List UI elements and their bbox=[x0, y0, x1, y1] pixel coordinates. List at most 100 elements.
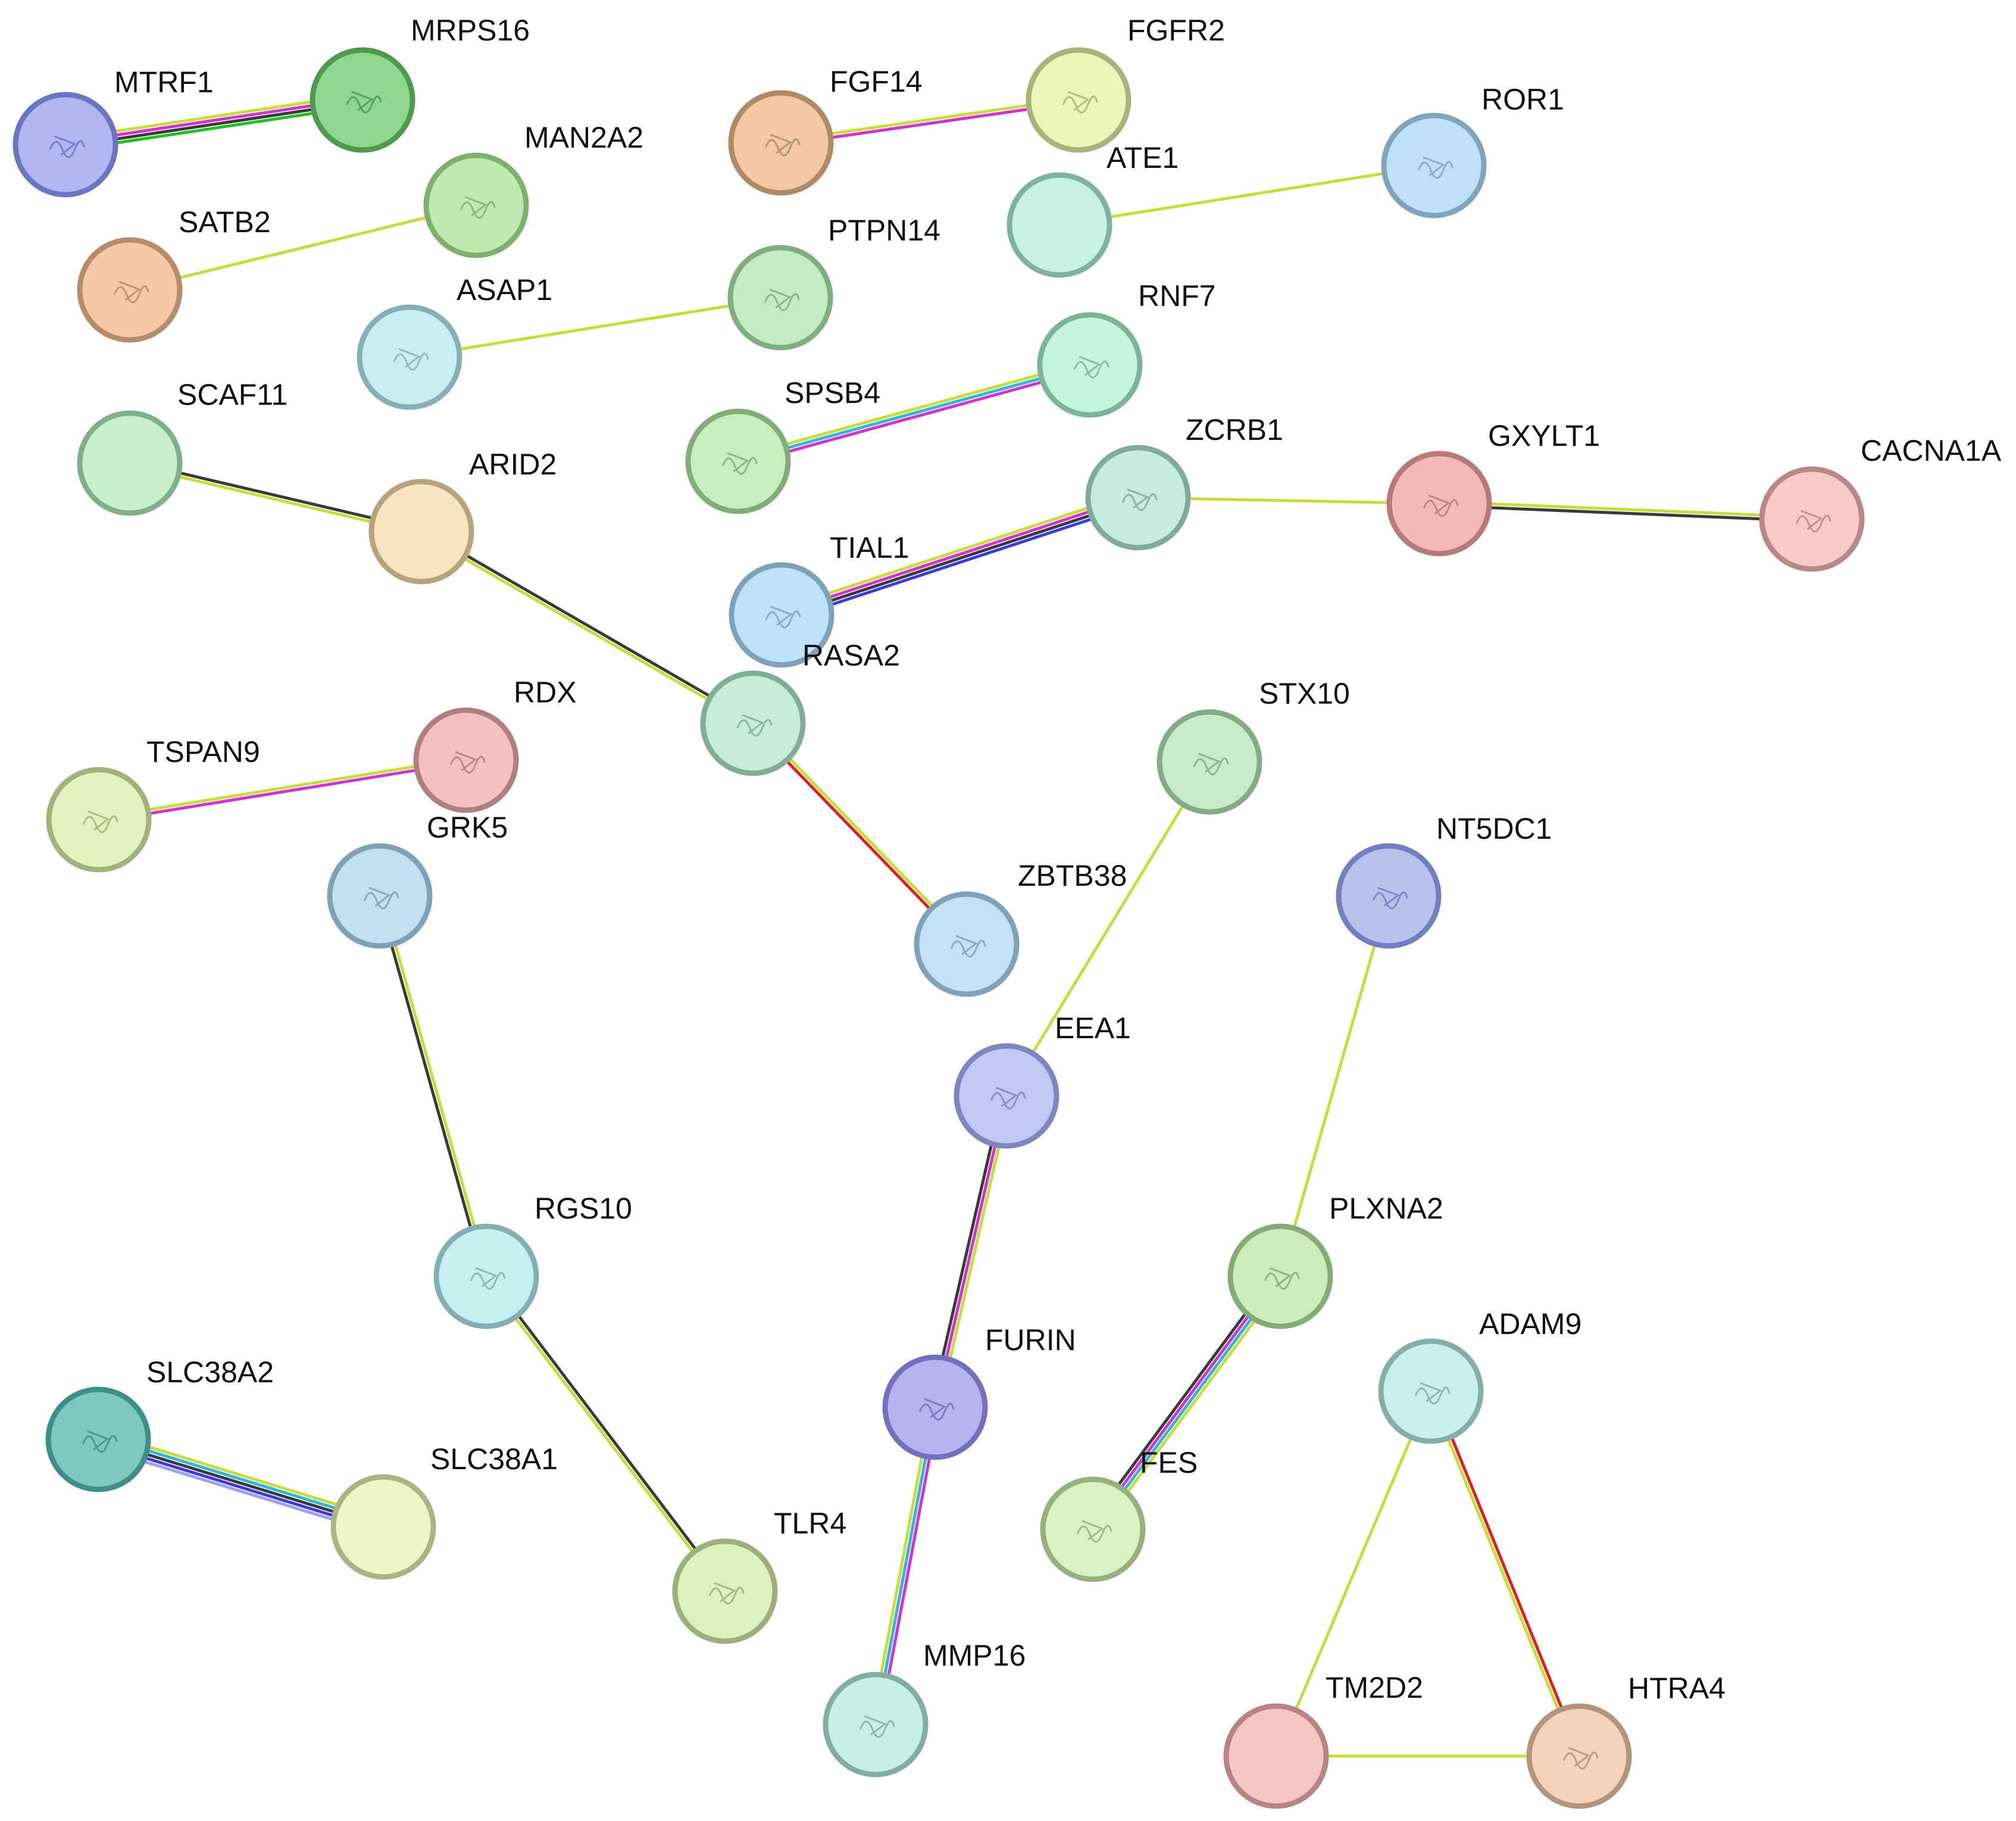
protein-structure-icon bbox=[460, 196, 496, 219]
node-circle[interactable] bbox=[685, 408, 791, 514]
node-zbtb38[interactable]: ZBTB38 bbox=[914, 859, 1127, 997]
node-ate1[interactable]: ATE1 bbox=[1007, 141, 1179, 278]
protein-structure-icon bbox=[449, 751, 486, 774]
node-label: TM2D2 bbox=[1326, 1671, 1423, 1704]
node-circle[interactable] bbox=[1386, 451, 1492, 557]
edge-satb2-man2a2[interactable] bbox=[129, 204, 477, 292]
node-rgs10[interactable]: RGS10 bbox=[433, 1192, 632, 1329]
node-slc38a1[interactable]: SLC38A1 bbox=[330, 1442, 558, 1580]
node-satb2[interactable]: SATB2 bbox=[77, 205, 271, 343]
node-ror1[interactable]: ROR1 bbox=[1381, 83, 1564, 218]
node-plxna2[interactable]: PLXNA2 bbox=[1227, 1192, 1443, 1329]
node-nt5dc1[interactable]: NT5DC1 bbox=[1336, 812, 1552, 949]
node-fes[interactable]: FES bbox=[1040, 1446, 1198, 1582]
node-mrps16[interactable]: MRPS16 bbox=[310, 14, 530, 153]
node-circle[interactable] bbox=[1085, 445, 1191, 551]
node-grk5[interactable]: GRK5 bbox=[327, 811, 508, 949]
node-circle[interactable] bbox=[1026, 47, 1132, 153]
node-slc38a2[interactable]: SLC38A2 bbox=[45, 1355, 274, 1492]
node-label: ADAM9 bbox=[1479, 1307, 1581, 1341]
node-rdx[interactable]: RDX bbox=[413, 676, 577, 813]
node-fgfr2[interactable]: FGFR2 bbox=[1026, 14, 1225, 153]
node-tspan9[interactable]: TSPAN9 bbox=[46, 735, 260, 873]
node-label: PTPN14 bbox=[828, 214, 940, 247]
node-circle[interactable] bbox=[882, 1354, 988, 1460]
node-circle[interactable] bbox=[672, 1538, 778, 1644]
edge-tial1-zcrb1[interactable] bbox=[779, 491, 1140, 622]
node-circle[interactable] bbox=[327, 843, 433, 949]
node-circle[interactable] bbox=[823, 1672, 929, 1778]
edge-gxylt1-cacna1a[interactable] bbox=[1439, 500, 1812, 523]
node-circle[interactable] bbox=[423, 152, 529, 258]
node-circle[interactable] bbox=[727, 245, 833, 351]
node-circle[interactable] bbox=[1007, 172, 1112, 278]
node-htra4[interactable]: HTRA4 bbox=[1526, 1672, 1726, 1809]
node-label: ASAP1 bbox=[457, 273, 552, 307]
node-circle[interactable] bbox=[729, 562, 834, 668]
node-fgf14[interactable]: FGF14 bbox=[728, 65, 923, 196]
node-circle[interactable] bbox=[1223, 1703, 1329, 1809]
node-circle[interactable] bbox=[433, 1223, 539, 1329]
node-circle[interactable] bbox=[310, 47, 415, 153]
node-circle[interactable] bbox=[77, 237, 183, 343]
node-circle[interactable] bbox=[1759, 466, 1865, 572]
node-circle[interactable] bbox=[1157, 709, 1262, 815]
edge-tspan9-rdx[interactable] bbox=[98, 757, 467, 823]
edge-eea1-furin[interactable] bbox=[930, 1094, 1012, 1409]
protein-structure-icon bbox=[764, 133, 801, 157]
node-furin[interactable]: FURIN bbox=[882, 1323, 1076, 1460]
node-circle[interactable] bbox=[1381, 113, 1487, 218]
node-tial1[interactable]: TIAL1 bbox=[729, 531, 909, 668]
edge-adam9-htra4[interactable] bbox=[1427, 1389, 1583, 1758]
node-asap1[interactable]: ASAP1 bbox=[357, 273, 552, 410]
node-label: EEA1 bbox=[1055, 1011, 1131, 1045]
node-circle[interactable] bbox=[413, 707, 519, 813]
node-arid2[interactable]: ARID2 bbox=[368, 448, 557, 585]
node-circle[interactable] bbox=[357, 304, 462, 410]
node-circle[interactable] bbox=[1526, 1703, 1632, 1809]
node-circle[interactable] bbox=[914, 891, 1020, 997]
edge-ate1-ror1[interactable] bbox=[1059, 164, 1434, 227]
node-circle[interactable] bbox=[330, 1474, 436, 1580]
edge-stx10-eea1[interactable] bbox=[1005, 761, 1211, 1097]
edge-nt5dc1-plxna2[interactable] bbox=[1279, 895, 1390, 1277]
node-circle[interactable] bbox=[1336, 843, 1442, 949]
node-circle[interactable] bbox=[1227, 1223, 1333, 1329]
node-circle[interactable] bbox=[1040, 1476, 1146, 1582]
node-circle[interactable] bbox=[368, 479, 474, 585]
node-circle[interactable] bbox=[954, 1043, 1059, 1149]
node-circle[interactable] bbox=[1378, 1338, 1484, 1444]
node-mtrf1[interactable]: MTRF1 bbox=[12, 65, 214, 198]
edge-spsb4-rnf7[interactable] bbox=[736, 360, 1092, 467]
node-circle[interactable] bbox=[45, 1386, 151, 1492]
node-scaf11[interactable]: SCAF11 bbox=[77, 378, 287, 516]
node-eea1[interactable]: EEA1 bbox=[954, 1011, 1131, 1149]
node-rasa2[interactable]: RASA2 bbox=[700, 639, 900, 776]
node-mmp16[interactable]: MMP16 bbox=[823, 1639, 1026, 1778]
node-tm2d2[interactable]: TM2D2 bbox=[1223, 1671, 1423, 1809]
edge-evidence-line bbox=[933, 1095, 1008, 1408]
node-adam9[interactable]: ADAM9 bbox=[1378, 1307, 1581, 1444]
node-cacna1a[interactable]: CACNA1A bbox=[1759, 434, 2002, 572]
node-zcrb1[interactable]: ZCRB1 bbox=[1085, 413, 1283, 551]
node-man2a2[interactable]: MAN2A2 bbox=[423, 121, 643, 258]
node-ptpn14[interactable]: PTPN14 bbox=[727, 214, 940, 351]
edge-furin-mmp16[interactable] bbox=[870, 1406, 940, 1726]
node-tlr4[interactable]: TLR4 bbox=[672, 1507, 846, 1644]
edge-adam9-tm2d2[interactable] bbox=[1274, 1391, 1433, 1757]
node-circle[interactable] bbox=[1037, 312, 1143, 418]
edge-rgs10-tlr4[interactable] bbox=[483, 1274, 728, 1594]
edge-arid2-rasa2[interactable] bbox=[420, 529, 755, 726]
node-circle[interactable] bbox=[46, 767, 152, 873]
node-gxylt1[interactable]: GXYLT1 bbox=[1386, 419, 1600, 557]
node-circle[interactable] bbox=[700, 670, 806, 776]
node-circle[interactable] bbox=[728, 90, 834, 196]
edge-asap1-ptpn14[interactable] bbox=[409, 296, 781, 359]
edge-grk5-rgs10[interactable] bbox=[376, 895, 490, 1277]
node-circle[interactable] bbox=[12, 92, 118, 198]
node-rnf7[interactable]: RNF7 bbox=[1037, 279, 1216, 418]
node-stx10[interactable]: STX10 bbox=[1157, 677, 1350, 815]
node-spsb4[interactable]: SPSB4 bbox=[685, 376, 880, 514]
node-circle[interactable] bbox=[77, 410, 183, 516]
node-label: SPSB4 bbox=[784, 376, 880, 410]
